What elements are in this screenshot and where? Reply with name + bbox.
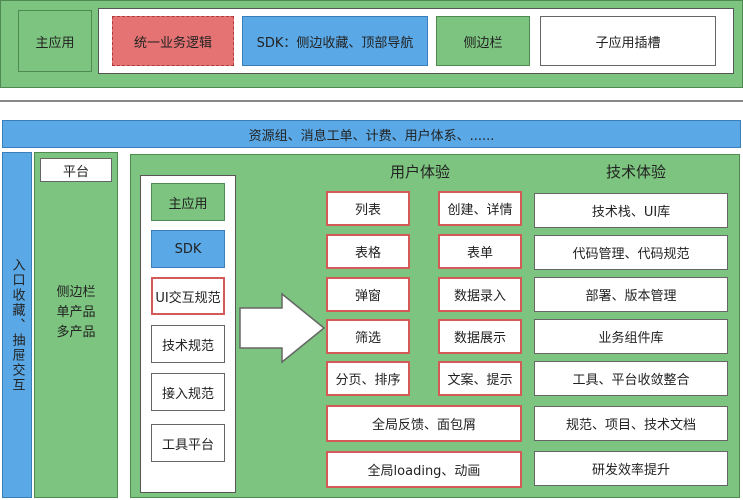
stack-ui-spec: UI交互规范 (151, 277, 225, 315)
stack-tool-platform: 工具平台 (151, 424, 225, 462)
tech-item: 部署、版本管理 (534, 277, 728, 312)
ux-left-item: 筛选 (326, 319, 410, 354)
tech-item: 代码管理、代码规范 (534, 235, 728, 270)
tech-item: 研发效率提升 (534, 451, 728, 486)
stack-tech-spec: 技术规范 (151, 325, 225, 363)
ux-left-item: 分页、排序 (326, 361, 410, 396)
ux-right-item: 表单 (438, 234, 522, 269)
tech-item: 规范、项目、技术文档 (534, 406, 728, 441)
tech-experience-title: 技术体验 (605, 162, 666, 181)
tech-item: 技术栈、UI库 (534, 193, 728, 228)
left-entry-label: 入口收藏、抽屉交互 (9, 257, 25, 393)
ux-wide-item: 全局loading、动画 (326, 451, 522, 488)
platform-desc: 侧边栏 单产品 多产品 (56, 285, 96, 340)
tech-item: 工具、平台收敛整合 (534, 361, 728, 396)
stack-main-app: 主应用 (151, 183, 225, 221)
top-unified-logic: 统一业务逻辑 (112, 16, 234, 66)
ux-wide-item: 全局反馈、面包屑 (326, 405, 522, 442)
resource-bar: 资源组、消息工单、计费、用户体系、...... (2, 120, 741, 148)
top-sub-app-slot: 子应用插槽 (540, 16, 716, 66)
top-sdk-nav: SDK：侧边收藏、顶部导航 (242, 16, 428, 66)
top-sidebar: 侧边栏 (436, 16, 530, 66)
left-entry-column: 入口收藏、抽屉交互 (2, 152, 32, 498)
ux-right-item: 创建、详情 (438, 191, 522, 226)
ux-right-item: 数据展示 (438, 319, 522, 354)
ux-right-item: 文案、提示 (438, 361, 522, 396)
tech-item: 业务组件库 (534, 319, 728, 354)
platform-column (34, 152, 118, 498)
section-divider (0, 100, 743, 102)
ux-left-item: 表格 (326, 234, 410, 269)
user-experience-title: 用户体验 (389, 162, 450, 181)
stack-sdk: SDK (151, 230, 225, 268)
top-main-app: 主应用 (18, 10, 92, 72)
ux-left-item: 列表 (326, 191, 410, 226)
right-arrow-icon (239, 292, 326, 364)
platform-label: 平台 (40, 158, 112, 182)
ux-right-item: 数据录入 (438, 277, 522, 312)
ux-left-item: 弹窗 (326, 277, 410, 312)
stack-access-spec: 接入规范 (151, 373, 225, 411)
